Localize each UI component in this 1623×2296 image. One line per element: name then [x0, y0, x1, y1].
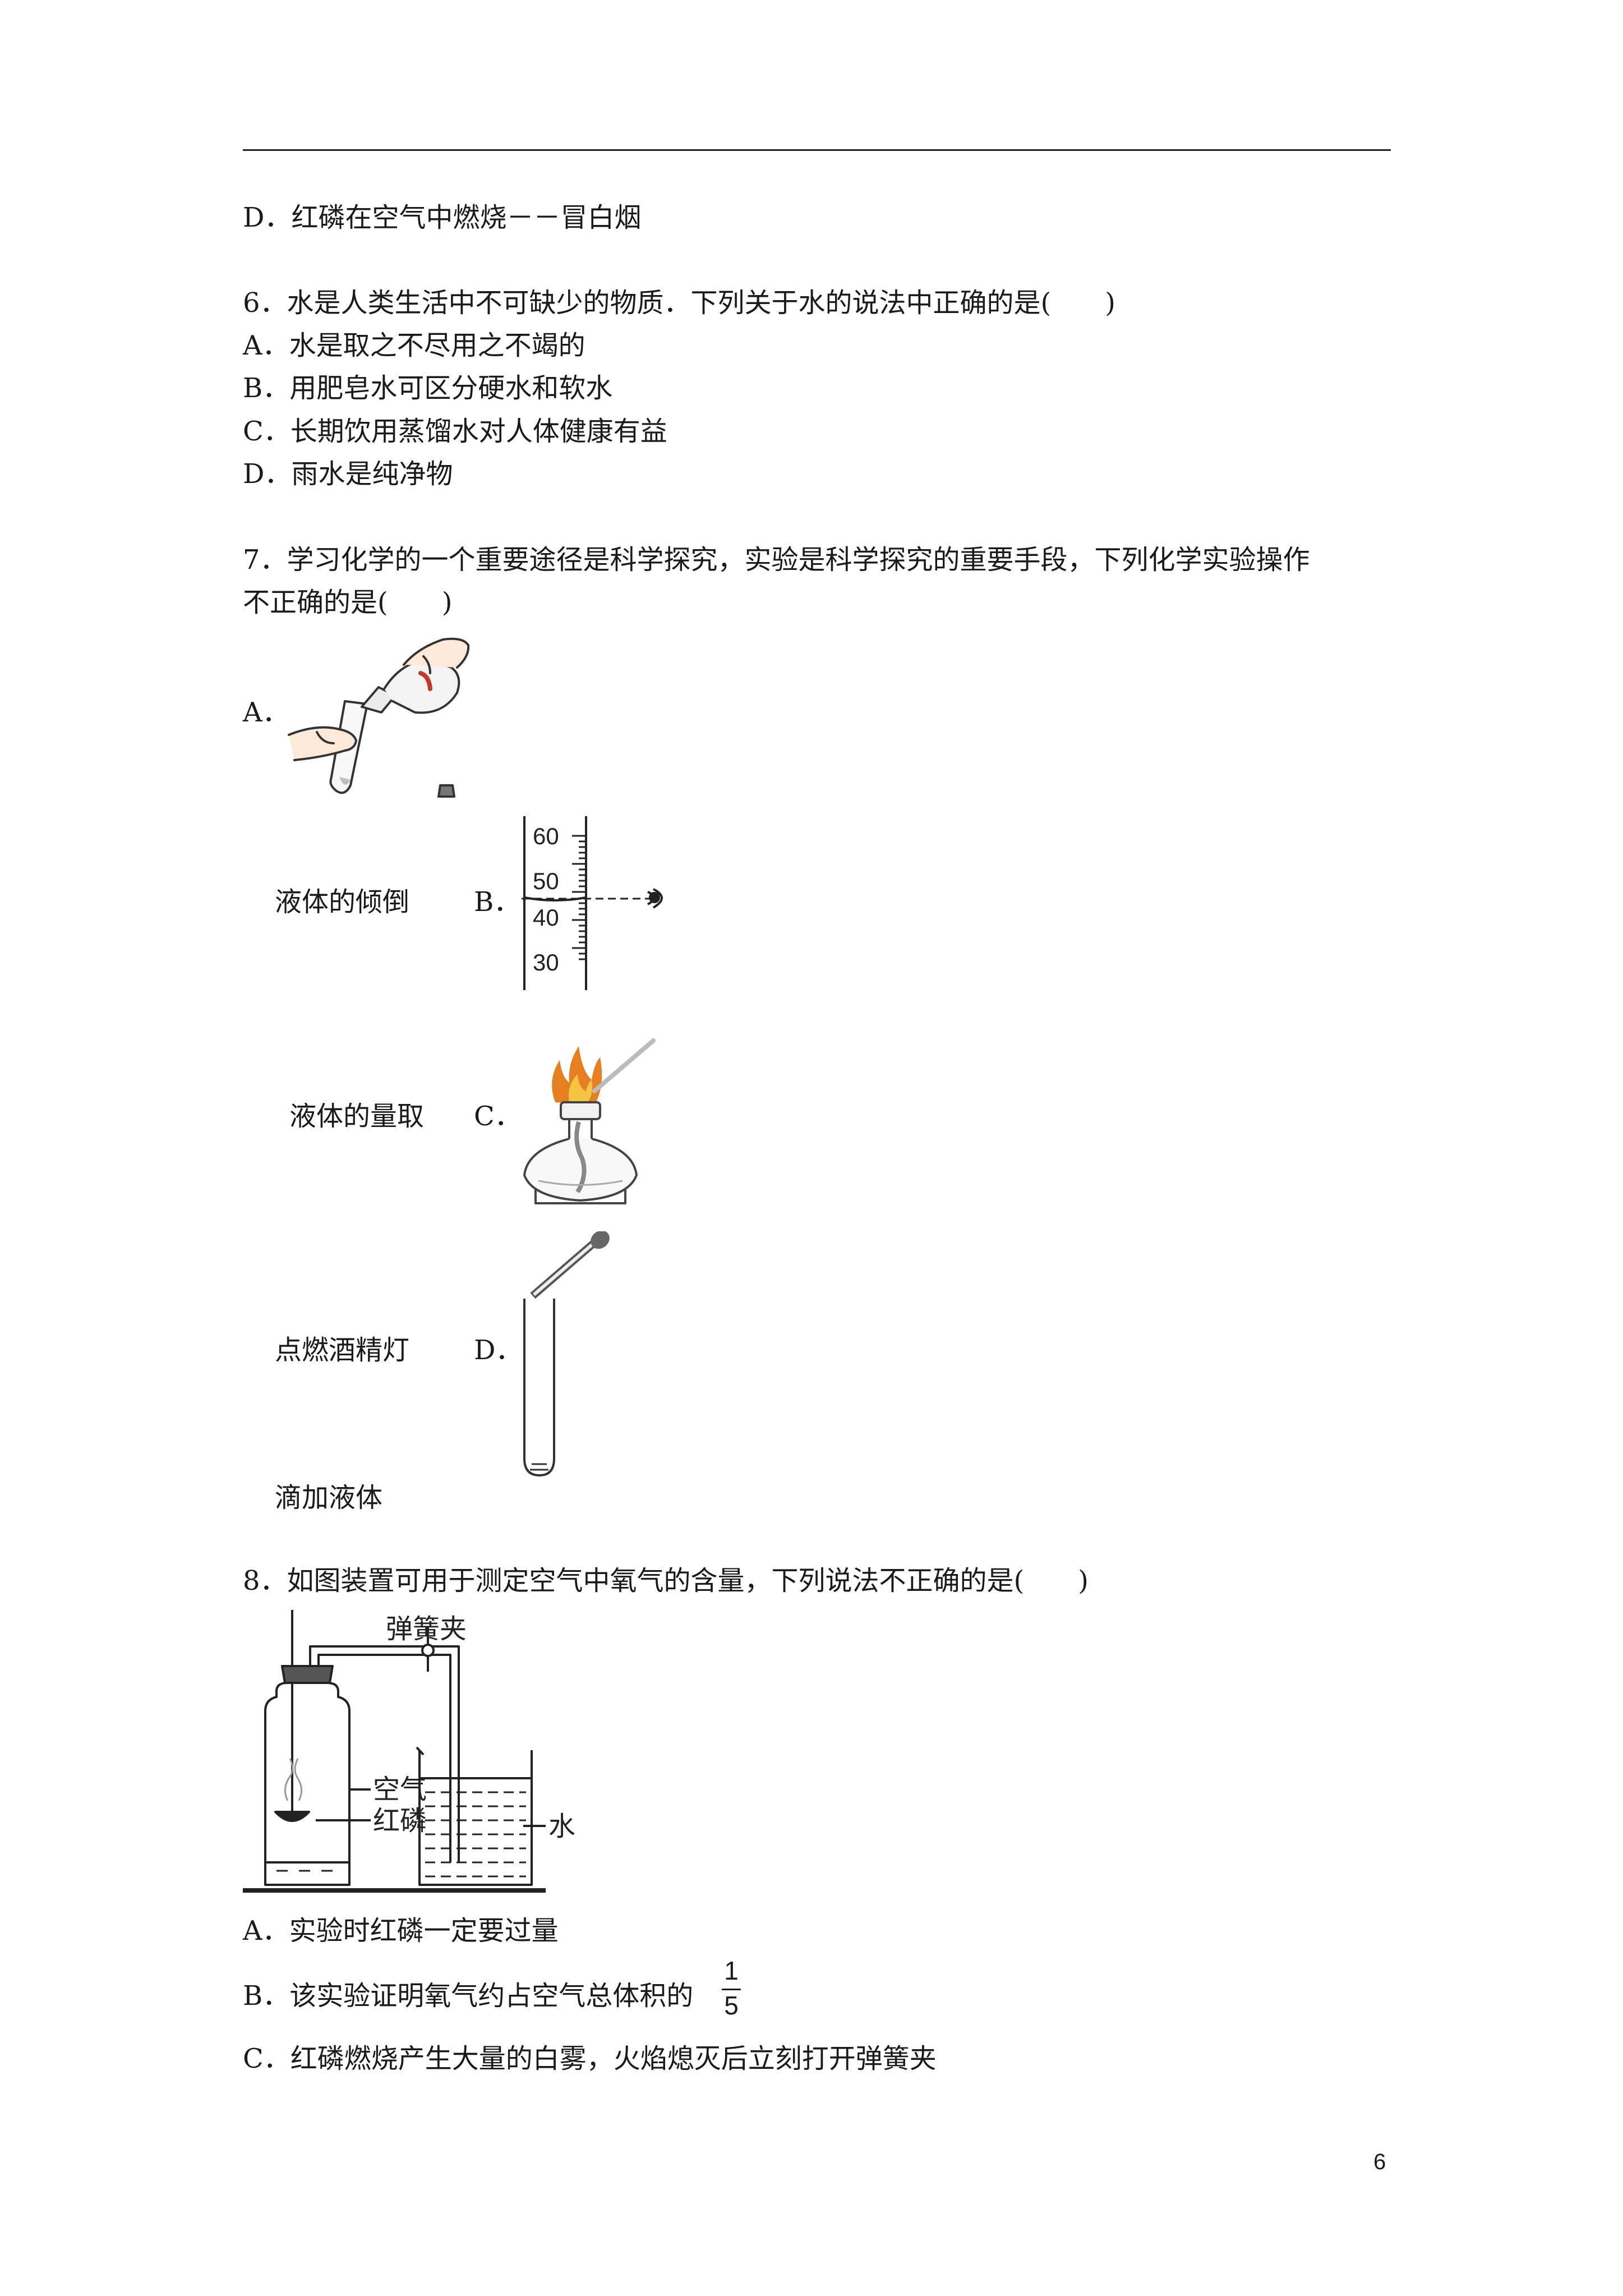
page-number: 6 — [1373, 2150, 1386, 2174]
cylinder-tick-40: 40 — [533, 904, 559, 931]
q7-caption-a: 液体的倾倒 — [275, 886, 410, 918]
alcohol-lamp-figure — [523, 1038, 656, 1204]
cylinder-tick-60: 60 — [533, 823, 559, 849]
graduated-cylinder-figure: 60 50 40 30 — [522, 816, 663, 990]
oxygen-measurement-apparatus: 弹簧夹 空气 红磷 水 — [243, 1610, 575, 1893]
q6-option-d: D．雨水是纯净物 — [243, 458, 453, 490]
header-rule — [243, 149, 1391, 151]
clamp-label: 弹簧夹 — [386, 1613, 467, 1645]
q5-option-d: D．红磷在空气中燃烧－－冒白烟 — [243, 202, 642, 233]
fraction-denominator: 5 — [724, 1991, 739, 2020]
phosphorus-label: 红磷 — [373, 1805, 427, 1837]
fraction-bar — [722, 1989, 741, 1990]
q7-option-b-letter: B． — [474, 886, 521, 918]
q8-option-c: C．红磷燃烧产生大量的白雾，火焰熄灭后立刻打开弹簧夹 — [243, 2043, 937, 2074]
q7-option-a-letter: A． — [243, 697, 289, 728]
q7-caption-c: 点燃酒精灯 — [275, 1335, 410, 1366]
fraction-numerator: 1 — [724, 1956, 739, 1985]
q6-stem: 6．水是人类生活中不可缺少的物质．下列关于水的说法中正确的是( ) — [243, 287, 1115, 319]
q8-option-b: B．该实验证明氧气约占空气总体积的 — [243, 1980, 694, 2012]
q6-option-b: B．用肥皂水可区分硬水和软水 — [243, 372, 613, 404]
q7-stem-line1: 7．学习化学的一个重要途径是科学探究，实验是科学探究的重要手段，下列化学实验操作 — [243, 544, 1310, 576]
cylinder-tick-50: 50 — [533, 868, 559, 894]
q8-option-a: A．实验时红磷一定要过量 — [243, 1915, 559, 1947]
q7-stem-line2: 不正确的是( ) — [243, 587, 453, 618]
cylinder-tick-30: 30 — [533, 949, 559, 976]
liquid-pouring-figure — [288, 637, 470, 798]
q7-option-d-letter: D． — [474, 1335, 523, 1366]
q6-option-a: A．水是取之不尽用之不竭的 — [243, 330, 585, 361]
dropper-test-tube-figure — [523, 1231, 610, 1477]
water-label: 水 — [548, 1811, 575, 1842]
q8-stem: 8．如图装置可用于测定空气中氧气的含量，下列说法不正确的是( ) — [243, 1565, 1089, 1596]
air-label: 空气 — [373, 1774, 427, 1805]
q7-caption-d: 滴加液体 — [275, 1482, 383, 1513]
q7-option-c-letter: C． — [474, 1101, 522, 1132]
q7-caption-b: 液体的量取 — [289, 1101, 425, 1132]
q6-option-c: C．长期饮用蒸馏水对人体健康有益 — [243, 416, 667, 447]
